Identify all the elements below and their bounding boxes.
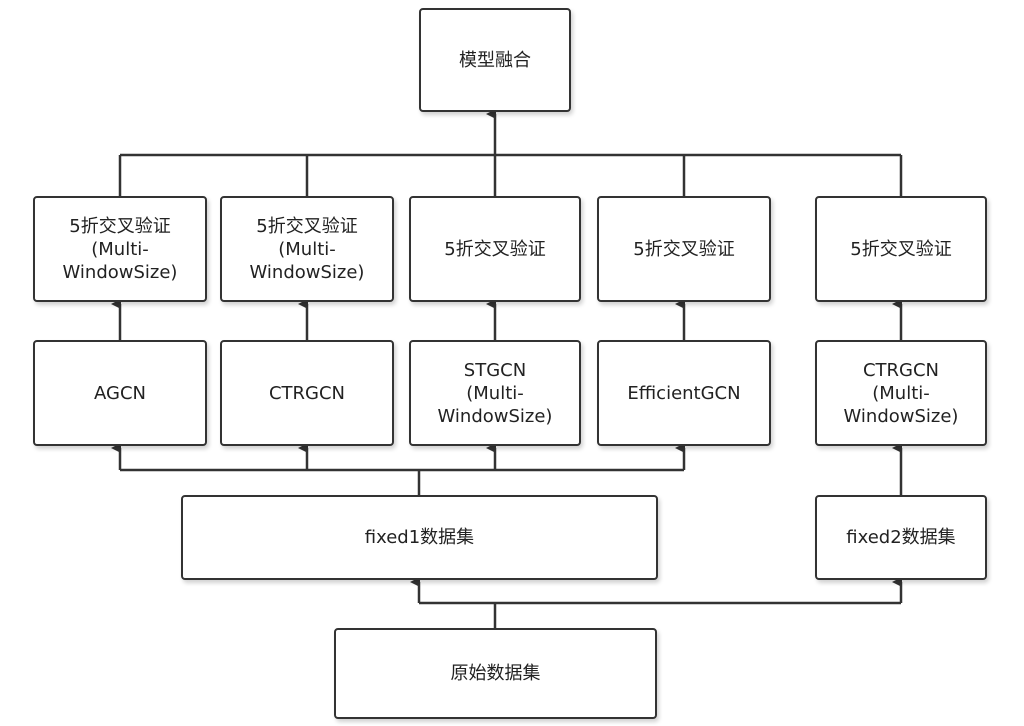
node-model-fusion: 模型融合 — [419, 8, 571, 112]
node-cv-ctrgcn-fixed2: 5折交叉验证 — [815, 196, 987, 302]
node-model-stgcn: STGCN (Multi- WindowSize) — [409, 340, 581, 446]
node-raw-dataset: 原始数据集 — [334, 628, 657, 719]
node-fixed1-dataset: fixed1数据集 — [181, 495, 658, 580]
node-model-agcn: AGCN — [33, 340, 207, 446]
node-model-ctrgcn: CTRGCN — [220, 340, 394, 446]
node-model-ctrgcn-multiwindow: CTRGCN (Multi- WindowSize) — [815, 340, 987, 446]
node-fixed2-dataset: fixed2数据集 — [815, 495, 987, 580]
node-cv-agcn: 5折交叉验证 (Multi- WindowSize) — [33, 196, 207, 302]
node-cv-efficientgcn: 5折交叉验证 — [597, 196, 771, 302]
node-cv-stgcn: 5折交叉验证 — [409, 196, 581, 302]
node-cv-ctrgcn: 5折交叉验证 (Multi- WindowSize) — [220, 196, 394, 302]
node-model-efficientgcn: EfficientGCN — [597, 340, 771, 446]
